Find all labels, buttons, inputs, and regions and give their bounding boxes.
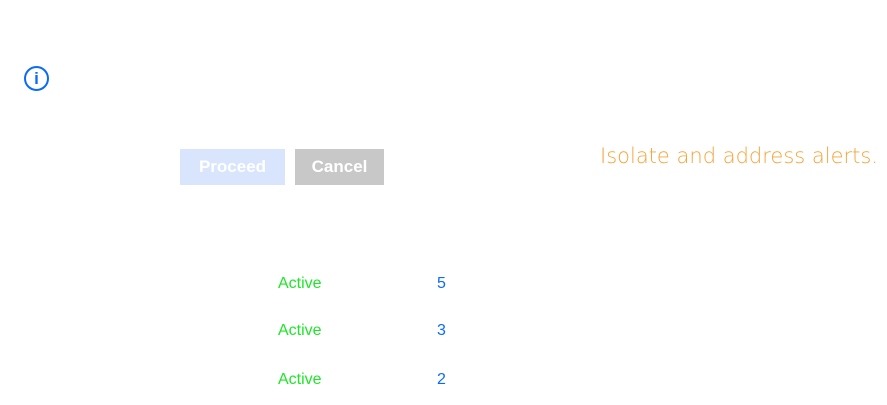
info-icon[interactable]: i (24, 66, 49, 91)
status-label: Active (278, 275, 322, 292)
status-label: Active (278, 322, 322, 339)
cancel-button[interactable]: Cancel (295, 149, 384, 185)
status-label: Active (278, 371, 322, 388)
count-value: 3 (437, 322, 446, 339)
count-value: 2 (437, 371, 446, 388)
count-value: 5 (437, 275, 446, 292)
proceed-button[interactable]: Proceed (180, 149, 285, 185)
alert-note: Isolate and address alerts. (600, 144, 878, 168)
